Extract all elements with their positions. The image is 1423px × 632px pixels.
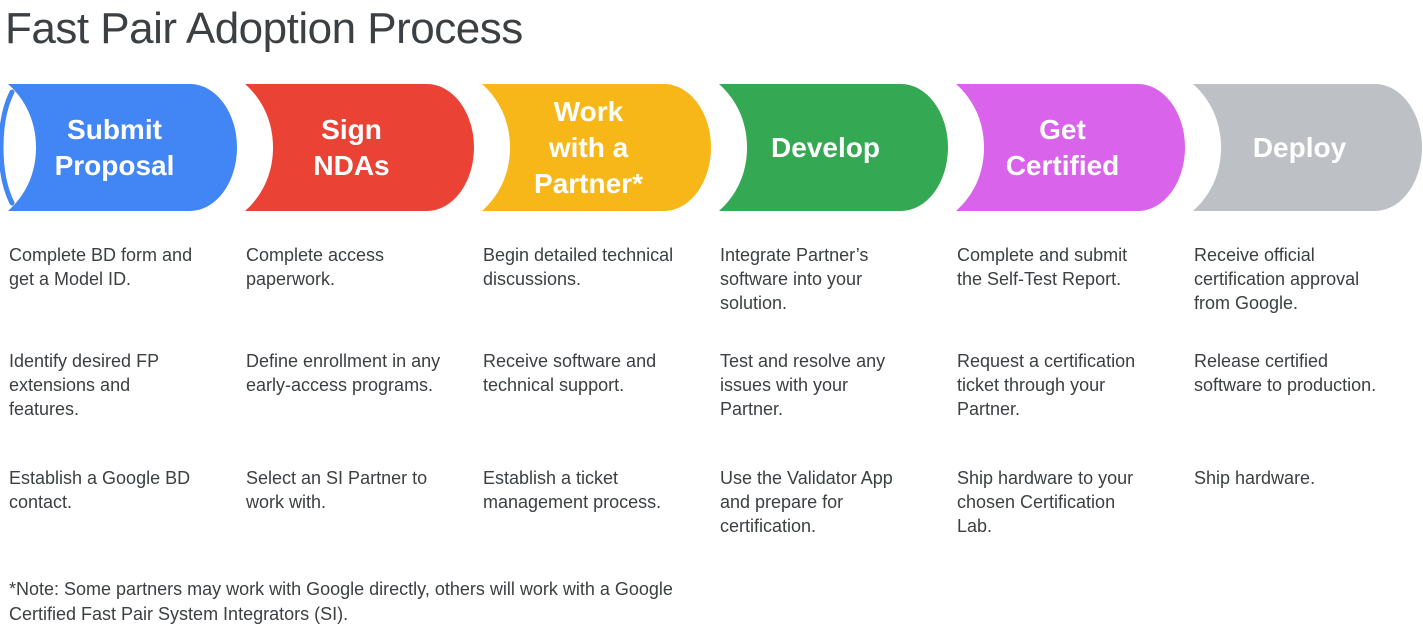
step-deploy: Deploy [1185, 84, 1422, 211]
footnote: *Note: Some partners may work with Googl… [9, 579, 673, 624]
step-label: Sign NDAs [313, 113, 390, 181]
description-item: Use the Validator App and prepare for ce… [720, 468, 893, 536]
chevron-body [482, 84, 711, 211]
description-item: Release certified software to production… [1194, 351, 1377, 395]
step-label: Submit Proposal [54, 113, 175, 181]
step-work-with-partner: Work with a Partner* [474, 84, 711, 211]
chevron-body [956, 84, 1185, 211]
step-label: Develop [771, 131, 880, 163]
description-item: Select an SI Partner to work with. [246, 468, 428, 512]
description-item: Complete BD form and get a Model ID. [9, 245, 193, 289]
description-item: Identify desired FP extensions and featu… [9, 351, 159, 419]
step-chevron-shape-icon [482, 84, 711, 211]
page-title: Fast Pair Adoption Process [5, 4, 523, 53]
step-chevron-shape-icon [719, 84, 948, 211]
step-chevron-shape-icon [1193, 84, 1422, 211]
description-item: Ship hardware. [1194, 468, 1316, 488]
description-item: Receive software and technical support. [483, 351, 657, 395]
descriptions-submit-proposal: Complete BD form and get a Model ID. Ide… [0, 243, 237, 577]
descriptions-get-certified: Complete and submit the Self-Test Report… [948, 243, 1185, 577]
descriptions-develop: Integrate Partner’s software into your s… [711, 243, 948, 577]
description-item: Receive official certification approval … [1194, 245, 1360, 313]
step-label: Work with a Partner* [534, 95, 643, 199]
description-item: Establish a ticket management process. [483, 468, 662, 512]
step-label: Get Certified [1005, 113, 1120, 181]
step-chevron-shape-icon [0, 84, 237, 211]
description-item: Complete and submit the Self-Test Report… [957, 245, 1128, 289]
chevron-body [1193, 84, 1422, 211]
description-item: Ship hardware to your chosen Certificati… [957, 468, 1134, 536]
description-item: Begin detailed technical discussions. [483, 245, 674, 289]
description-item: Integrate Partner’s software into your s… [720, 245, 869, 313]
description-item: Test and resolve any issues with your Pa… [720, 351, 886, 419]
process-steps-row: Submit Proposal Sign NDAs Work with a Pa… [0, 84, 1423, 211]
descriptions-sign-ndas: Complete access paperwork. Define enroll… [237, 243, 474, 577]
descriptions-deploy: Receive official certification approval … [1185, 243, 1422, 577]
step-sign-ndas: Sign NDAs [237, 84, 474, 211]
description-item: Request a certification ticket through y… [957, 351, 1136, 419]
chevron-body [719, 84, 948, 211]
step-submit-proposal: Submit Proposal [0, 84, 237, 211]
chevron-left-crescent [0, 89, 15, 206]
step-get-certified: Get Certified [948, 84, 1185, 211]
step-develop: Develop [711, 84, 948, 211]
description-item: Define enrollment in any early-access pr… [246, 351, 441, 395]
description-item: Complete access paperwork. [246, 245, 385, 289]
descriptions-work-with-partner: Begin detailed technical discussions. Re… [474, 243, 711, 577]
step-label: Deploy [1252, 131, 1347, 163]
chevron-body [8, 84, 237, 211]
step-chevron-shape-icon [245, 84, 474, 211]
step-chevron-shape-icon [956, 84, 1185, 211]
step-descriptions-grid: Complete BD form and get a Model ID. Ide… [0, 243, 1423, 577]
description-item: Establish a Google BD contact. [9, 468, 191, 512]
chevron-body [245, 84, 474, 211]
